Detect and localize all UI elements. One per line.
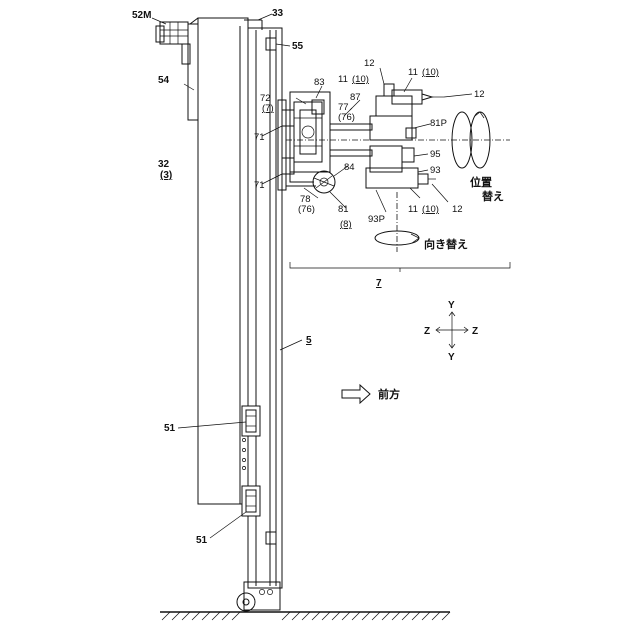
label-33: 33	[272, 8, 284, 19]
label-forward: 前方	[378, 387, 400, 401]
rotation-axis	[286, 112, 510, 168]
label-12-right: 12	[474, 89, 485, 100]
label-position-swap-2: 替え	[482, 189, 504, 203]
label-87: 87	[350, 92, 361, 103]
axis-z-left: Z	[424, 326, 430, 337]
axis-y-top: Y	[448, 300, 455, 311]
label-71-bottom: 71	[254, 180, 265, 191]
label-10-bottom: (10)	[422, 204, 439, 215]
label-orientation-swap: 向き替え	[424, 237, 468, 251]
label-7-paren: (7)	[262, 103, 274, 114]
label-32: 32	[158, 159, 170, 170]
label-8: (8)	[340, 219, 352, 230]
label-71-top: 71	[254, 132, 265, 143]
hand-unit	[278, 84, 444, 193]
label-position-swap-1: 位置	[470, 175, 492, 189]
motor-52m	[156, 22, 190, 64]
label-84: 84	[344, 162, 355, 173]
label-93: 93	[430, 165, 441, 176]
label-3: (3)	[160, 170, 172, 181]
label-12-bottom: 12	[452, 204, 463, 215]
label-76-top: (76)	[338, 112, 355, 123]
forward-arrow	[342, 385, 370, 403]
guide-block-lower	[242, 486, 260, 516]
ground	[160, 612, 450, 620]
label-93p: 93P	[368, 214, 385, 225]
label-81: 81	[338, 204, 349, 215]
label-52m: 52M	[132, 10, 151, 21]
label-5: 5	[306, 335, 312, 346]
label-7: 7	[376, 278, 382, 289]
base-carriage	[237, 582, 280, 611]
axes-indicator	[436, 312, 468, 348]
label-95: 95	[430, 149, 441, 160]
axis-y-bottom: Y	[448, 352, 455, 363]
label-11-right: 11	[408, 67, 418, 78]
label-55: 55	[292, 41, 304, 52]
unit-7-bracket	[290, 262, 510, 272]
guide-block-upper	[242, 406, 260, 436]
label-10-right: (10)	[422, 67, 439, 78]
leader-lines	[152, 14, 472, 538]
label-83: 83	[314, 77, 325, 88]
label-10-left: (10)	[352, 74, 369, 85]
label-81p: 81P	[430, 118, 447, 129]
label-11-bottom: 11	[408, 204, 418, 215]
label-12-top: 12	[364, 58, 375, 69]
label-76-bottom: (76)	[298, 204, 315, 215]
axis-z-right: Z	[472, 326, 478, 337]
label-54: 54	[158, 75, 170, 86]
label-51-upper: 51	[164, 423, 176, 434]
label-51-lower: 51	[196, 535, 208, 546]
label-11-left: 11	[338, 74, 348, 85]
